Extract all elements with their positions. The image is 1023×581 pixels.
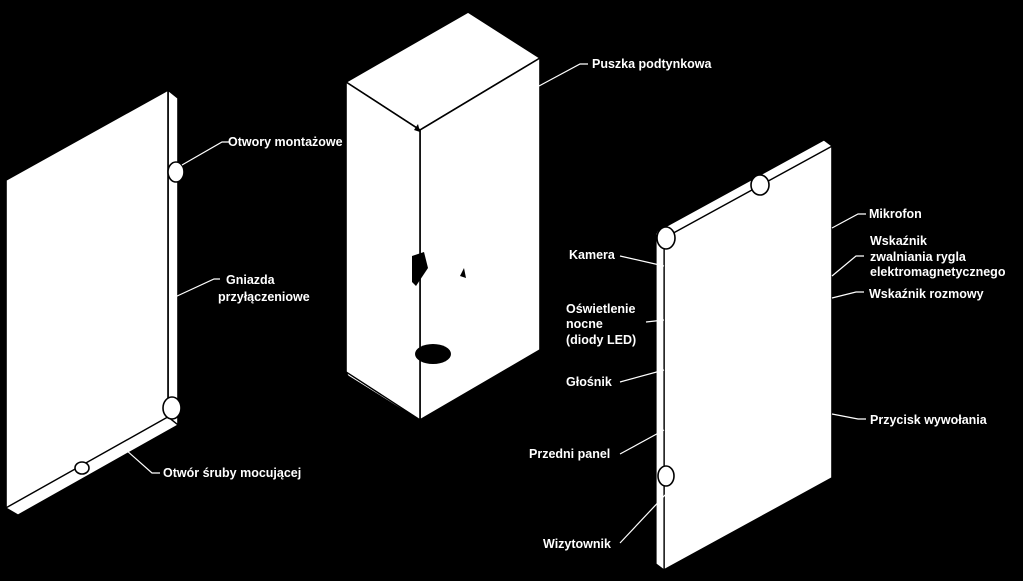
- label-oswietlenie-line1: Oświetlenie: [566, 302, 636, 316]
- label-kamera: Kamera: [569, 248, 616, 262]
- label-glosnik: Głośnik: [566, 375, 612, 389]
- label-przycisk-wywolania: Przycisk wywołania: [870, 413, 988, 427]
- labels: Puszka podtynkowa Otwory montażowe Gniaz…: [163, 57, 1006, 551]
- front-panel: [654, 139, 834, 572]
- label-wskaznik-rygla-line2: zwalniania rygla: [870, 250, 967, 264]
- label-gniazda-line2: przyłączeniowe: [218, 290, 310, 304]
- label-oswietlenie-line2: nocne: [566, 317, 603, 331]
- label-przedni-panel: Przedni panel: [529, 447, 610, 461]
- flush-box: [344, 11, 541, 421]
- label-puszka-podtynkowa: Puszka podtynkowa: [592, 57, 713, 71]
- label-wizytownik: Wizytownik: [543, 537, 611, 551]
- leader-lines: [125, 63, 866, 544]
- label-mikrofon: Mikrofon: [869, 207, 922, 221]
- label-oswietlenie-line3: (diody LED): [566, 333, 636, 347]
- mounting-plate: [4, 89, 185, 516]
- label-otwor-sruby: Otwór śruby mocującej: [163, 466, 301, 480]
- label-gniazda-line1: Gniazda: [226, 273, 276, 287]
- label-wskaznik-rozmowy: Wskaźnik rozmowy: [869, 287, 984, 301]
- label-otwory-montazowe: Otwory montażowe: [228, 135, 343, 149]
- label-wskaznik-rygla-line3: elektromagnetycznego: [870, 265, 1006, 279]
- label-wskaznik-rygla-line1: Wskaźnik: [870, 234, 927, 248]
